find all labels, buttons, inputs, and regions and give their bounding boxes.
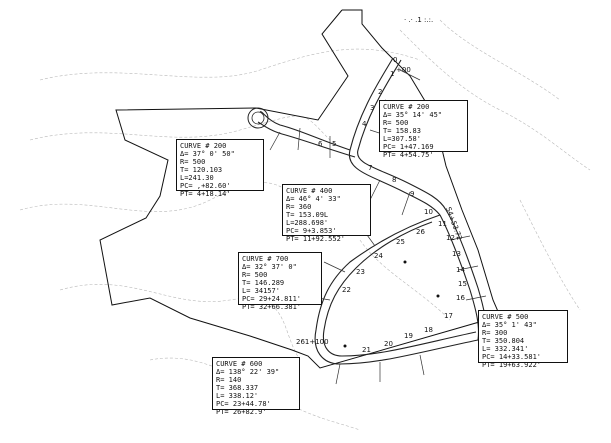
curve-line: PT= 4+54.75' <box>383 151 434 159</box>
curve-line: Δ= 37° 0' 50" <box>180 150 235 158</box>
curve-600-box: CURVE # 600 Δ= 138° 22' 39" R= 140 T= 36… <box>212 357 300 416</box>
station-north: 7 <box>368 164 372 172</box>
curve-line: R= 360 <box>286 203 312 211</box>
station-north: 8 <box>392 176 396 184</box>
curve-line: L=241.30 <box>180 174 214 182</box>
curve-line: L=307.58' <box>383 135 421 143</box>
point-marks <box>343 260 440 348</box>
station-loop: 17 <box>444 312 453 320</box>
plus-00-mark: +00 <box>396 66 411 74</box>
station-loop: 25 <box>396 238 405 246</box>
curve-line: R= 500 <box>242 271 268 279</box>
station-north: 14 <box>456 266 465 274</box>
north-road <box>257 57 447 216</box>
curve-line: PT= 11+92.552' <box>286 235 346 243</box>
station-north: 3 <box>370 104 374 112</box>
station-north: 12 <box>446 234 455 242</box>
station-loop: 23 <box>356 268 365 276</box>
station-north: 10 <box>424 208 433 216</box>
station-loop: 26 <box>416 228 425 236</box>
curve-line: CURVE # 200 <box>180 142 227 150</box>
header-text: · .· .1 :.:. <box>404 16 433 24</box>
curve-line: PC= 1+47.169 <box>383 143 434 151</box>
curve-line: PT= 32+66.381' <box>242 303 302 311</box>
station-north: 2 <box>378 88 382 96</box>
curve-line: Δ= 138° 22' 39" <box>216 368 280 376</box>
station-north: 0 <box>393 56 397 64</box>
curve-line: CURVE # 200 <box>383 103 430 111</box>
curve-line: R= 140 <box>216 376 242 384</box>
station-north: 1 <box>390 70 394 78</box>
station-north: 13 <box>452 250 461 258</box>
curve-line: CURVE # 500 <box>482 313 529 321</box>
curve-line: R= 500 <box>180 158 206 166</box>
curve-line: T= 350.804 <box>482 337 525 345</box>
station-loop: 24 <box>374 252 383 260</box>
curve-line: T= 153.09L <box>286 211 329 219</box>
curve-line: PC= 23+44.78' <box>216 400 271 408</box>
curve-line: PC= 29+24.811' <box>242 295 302 303</box>
station-loop: 16 <box>456 294 465 302</box>
cul-de-sac <box>247 107 269 129</box>
curve-line: R= 500 <box>383 119 409 127</box>
curve-line: Δ= 35° 1' 43" <box>482 321 537 329</box>
curve-line: CURVE # 700 <box>242 255 289 263</box>
station-north: 4 <box>362 120 367 128</box>
curve-line: PC= 14+33.581' <box>482 353 542 361</box>
curve-line: T= 120.103 <box>180 166 223 174</box>
curve-200-b-box: CURVE # 200 Δ= 35° 14' 45" R= 500 T= 158… <box>379 100 468 159</box>
curve-line: T= 158.83 <box>383 127 421 135</box>
curve-line: Δ= 35° 14' 45" <box>383 111 443 119</box>
station-north: 6 <box>318 140 323 148</box>
curve-line: Δ= 46° 4' 33" <box>286 195 341 203</box>
curve-500-box: CURVE # 500 Δ= 35° 1' 43" R= 300 T= 350.… <box>478 310 568 369</box>
curve-line: T= 146.289 <box>242 279 285 287</box>
station-north: 11 <box>438 220 447 228</box>
curve-line: PT= 19+63.922' <box>482 361 542 369</box>
curve-line: PC= ,+82.60' <box>180 182 231 190</box>
curve-400-box: CURVE # 400 Δ= 46° 4' 33" R= 360 T= 153.… <box>282 184 371 243</box>
curve-line: CURVE # 400 <box>286 187 333 195</box>
curve-line: PT= 26+82.9' <box>216 408 267 416</box>
curve-line: Δ= 32° 37' 0" <box>242 263 297 271</box>
station-north: 15 <box>458 280 467 288</box>
curve-200-a-box: CURVE # 200 Δ= 37° 0' 50" R= 500 T= 120.… <box>176 139 264 198</box>
curve-line: PC= 9+3.853' <box>286 227 337 235</box>
curve-line: R= 300 <box>482 329 508 337</box>
station-loop: 19 <box>404 332 413 340</box>
curve-line: L=288.698' <box>286 219 329 227</box>
station-loop: 20 <box>384 340 393 348</box>
station-loop: 18 <box>424 326 433 334</box>
curve-700-box: CURVE # 700 Δ= 32° 37' 0" R= 500 T= 146.… <box>238 252 322 311</box>
curve-line: T= 368.337 <box>216 384 259 392</box>
station-north: 9 <box>410 190 414 198</box>
corner-station-label: 261+100 <box>296 338 329 346</box>
curve-line: L= 34157' <box>242 287 280 295</box>
loop-road <box>314 214 479 365</box>
station-north: 5 <box>332 140 336 148</box>
curve-line: PT= 4+18.14' <box>180 190 231 198</box>
station-loop: 21 <box>362 346 371 354</box>
curve-line: L= 338.12' <box>216 392 259 400</box>
curve-line: L= 332.341' <box>482 345 529 353</box>
curve-line: CURVE # 600 <box>216 360 263 368</box>
station-loop: 22 <box>342 286 351 294</box>
